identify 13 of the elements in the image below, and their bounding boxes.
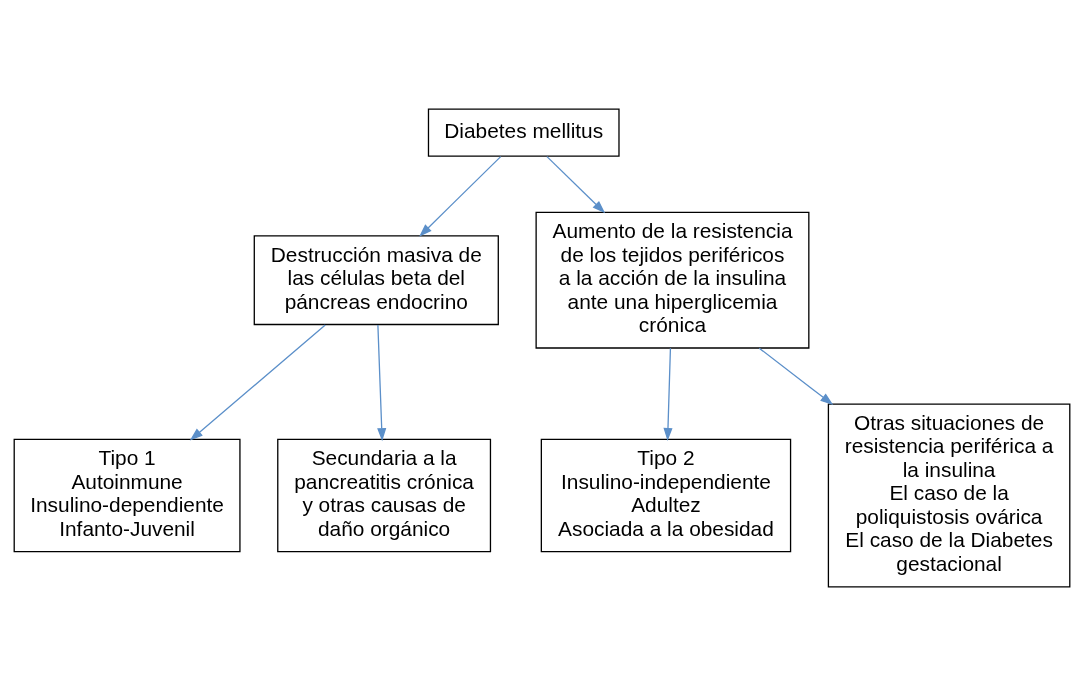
arrow (546, 155, 606, 213)
arrow (377, 323, 387, 441)
node-box: Secundaria a la pancreatitis crónica y otras causas de daño orgánico (277, 438, 492, 552)
arrow (189, 323, 326, 441)
arrow (663, 347, 673, 441)
arrow (758, 347, 834, 405)
arrow (419, 155, 502, 237)
node-box: Tipo 2 Insulino-independiente Adultez Asociada a la obesidad (540, 438, 792, 552)
node-box: Destrucción masiva de las células beta del páncreas endocrino (253, 234, 499, 325)
node-box: Tipo 1 Autoinmune Insulino-dependiente Infanto-Juvenil (13, 438, 241, 552)
node-box: Diabetes mellitus (427, 108, 620, 157)
node-box: Aumento de la resistencia de los tejidos periféricos a la acción de la insulina ante una hiperglicemia crónica (535, 211, 810, 349)
node-box: Otras situaciones de resistencia periférica a la insulina El caso de la poliquistosis ovárica El caso de la Diabetes gestacional (827, 402, 1071, 587)
